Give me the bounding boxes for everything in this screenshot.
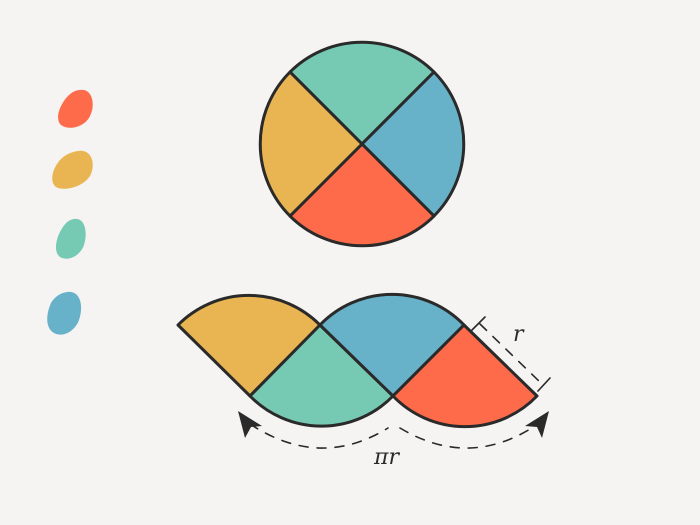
half-circumference-label: πr: [373, 445, 400, 470]
unrolled-sector-2: [248, 323, 395, 428]
unrolled-sector-3: [318, 292, 466, 398]
swatch-teal: [55, 218, 86, 259]
circle-sector-right: [360, 70, 466, 218]
half-circumference-dashed-arc-left: [249, 423, 389, 449]
radius-dashed-line: [479, 323, 544, 386]
divided-circle: [258, 40, 466, 248]
circle-sector-left: [258, 70, 364, 218]
radius-label: r: [513, 322, 525, 347]
circle-sector-bottom: [288, 142, 436, 248]
arrowhead-left-icon: [238, 411, 262, 438]
radius-end-cap-bottom: [537, 377, 551, 392]
radius-marker: r: [471, 316, 551, 392]
swatch-orange: [52, 150, 93, 189]
circle-sector-top: [288, 40, 436, 146]
radius-end-cap-top: [471, 316, 486, 331]
unrolled-sector-4: [391, 323, 539, 429]
swatch-red: [58, 89, 93, 128]
half-circumference-marker: πr: [238, 411, 549, 470]
swatch-blue: [47, 291, 82, 335]
half-circumference-dashed-arc-right: [399, 423, 539, 449]
unrolled-sector-1: [176, 294, 322, 398]
unrolled-sectors: [176, 292, 539, 429]
color-swatches: [47, 89, 93, 335]
arrowhead-right-icon: [525, 411, 549, 438]
